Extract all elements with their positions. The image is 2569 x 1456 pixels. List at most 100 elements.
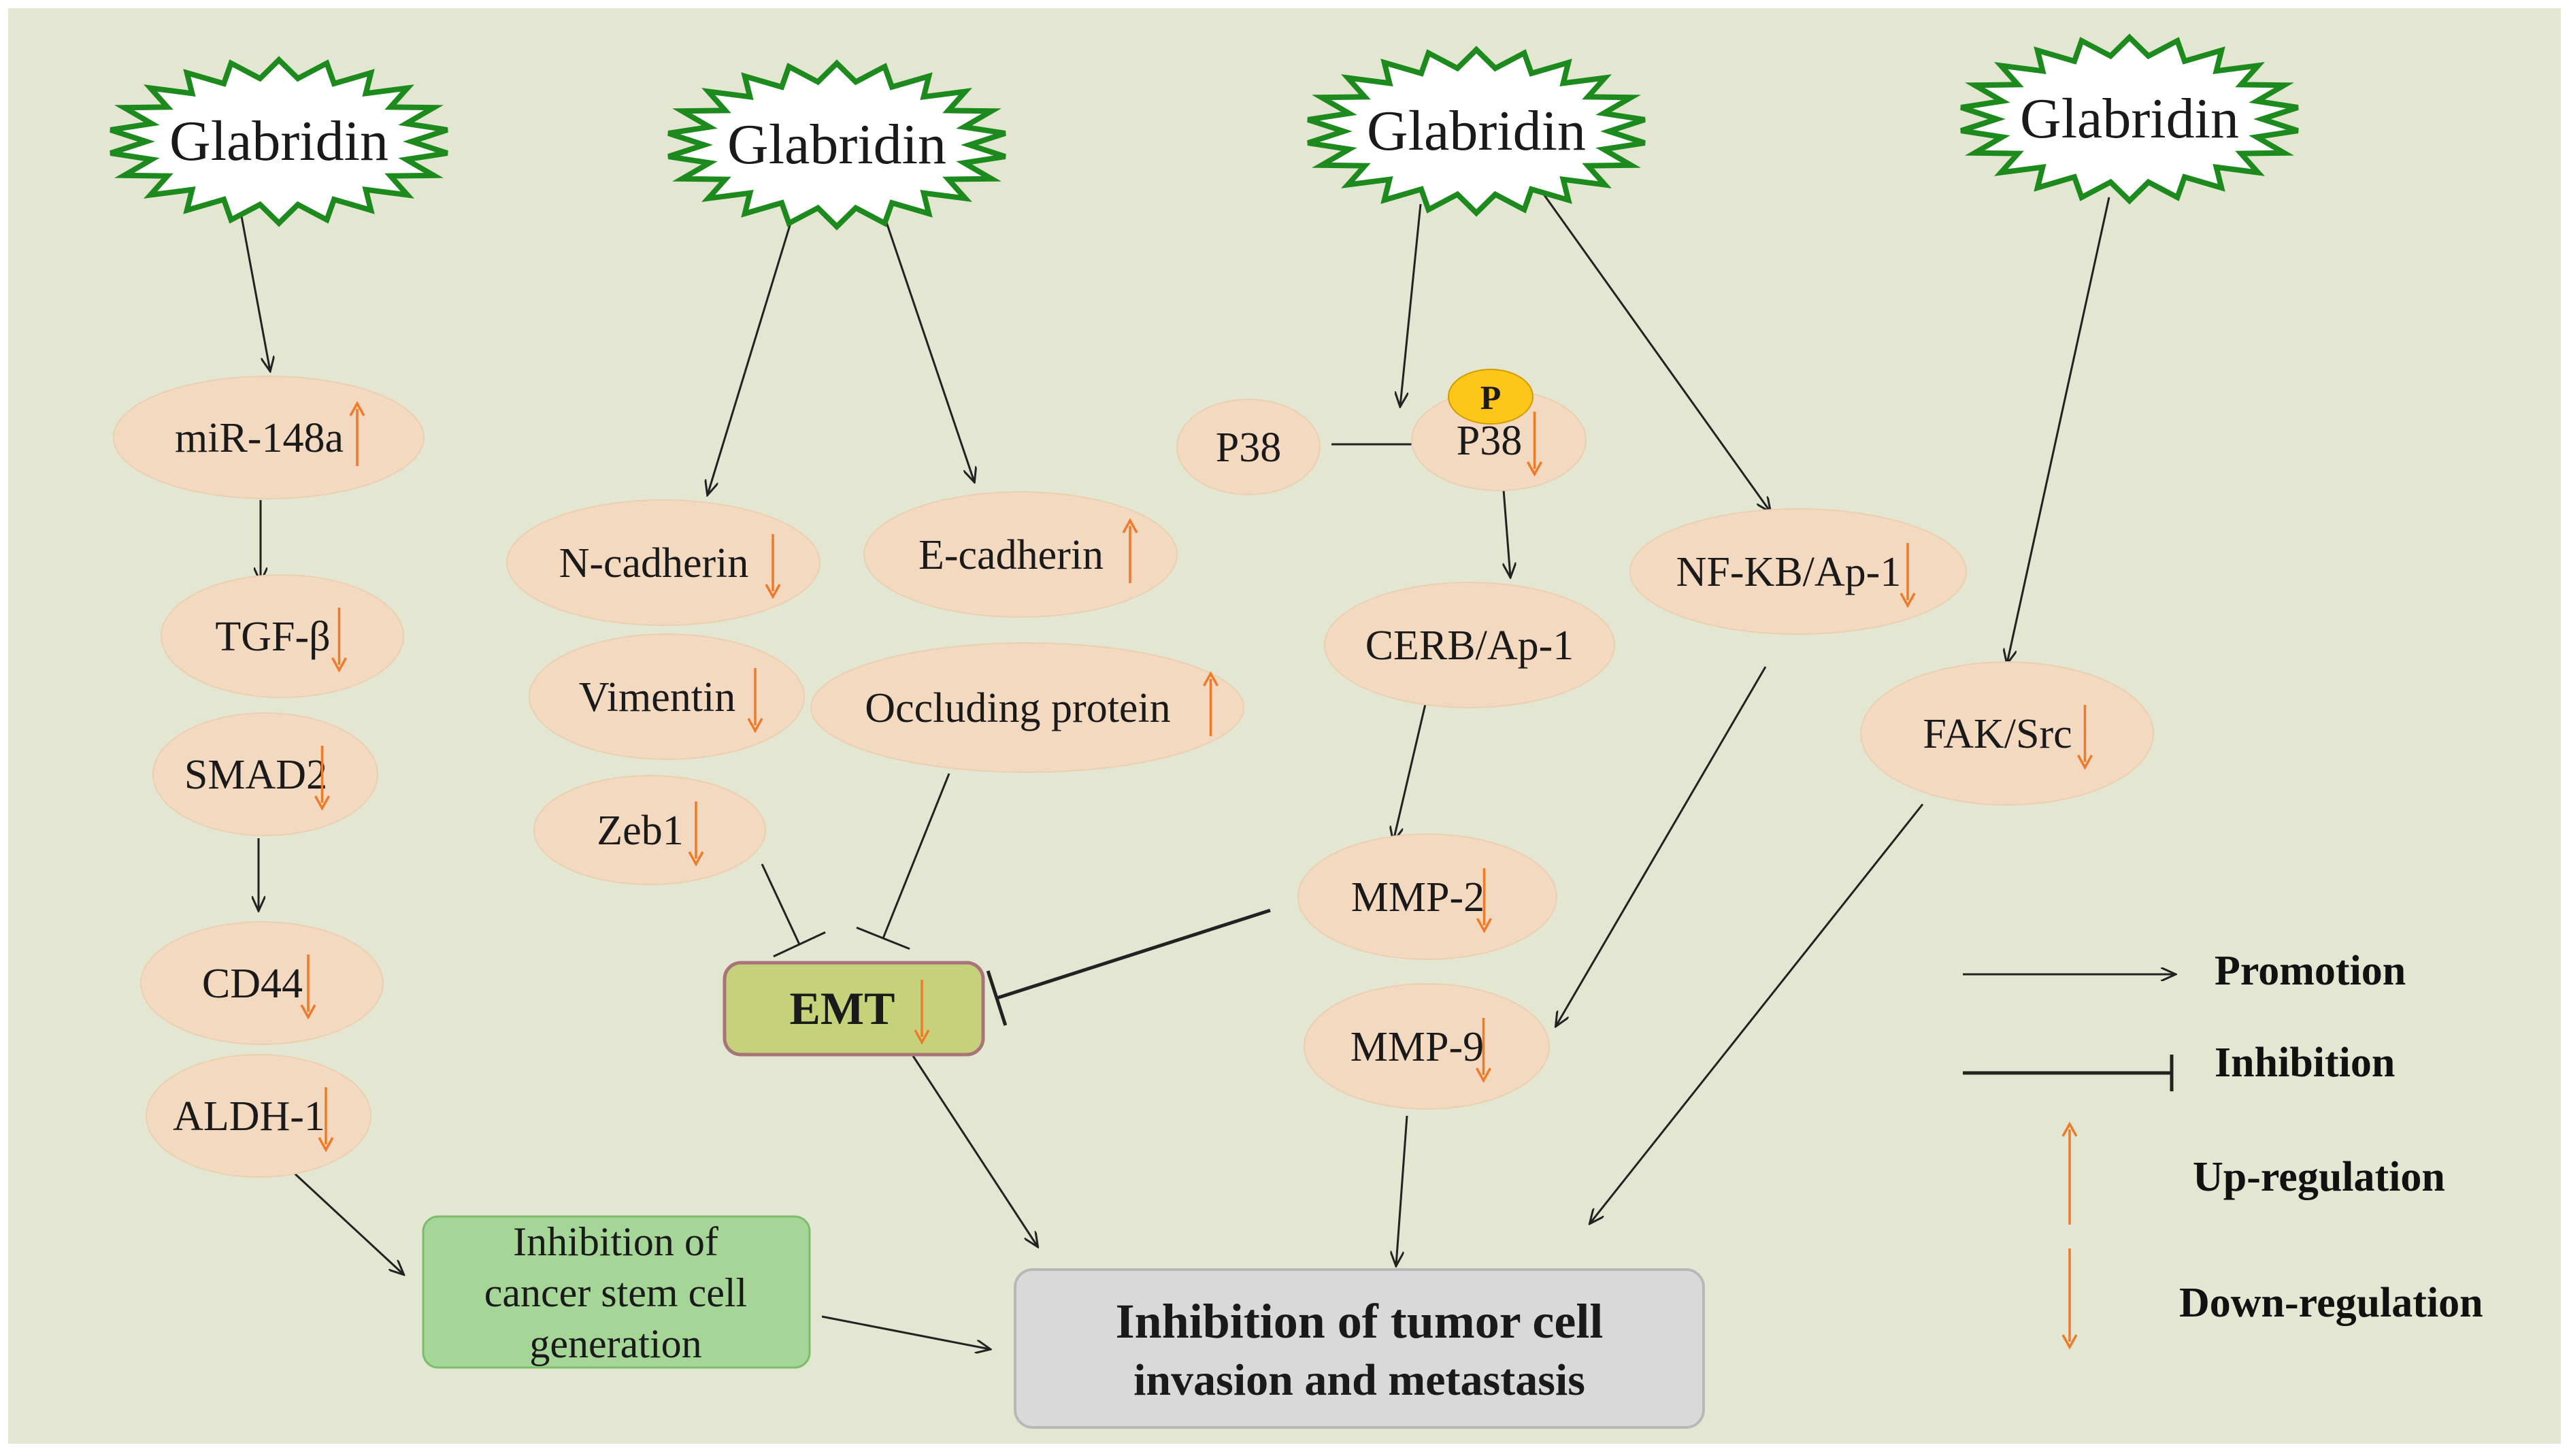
- edge-nfkb-mmp9: [1556, 666, 1767, 1026]
- edge-glabridin-p38: [1400, 203, 1422, 406]
- phosphorylation-badge: [1448, 369, 1534, 425]
- legend-downregulation-label: Down-regulation: [2179, 1280, 2483, 1326]
- node-ecadherin-label: E-cadherin: [918, 532, 1104, 578]
- glabridin-label: Glabridin: [169, 110, 388, 173]
- node-p38: P38: [1176, 399, 1321, 495]
- node-cd44: CD44: [140, 921, 384, 1045]
- edge-glabridin-ncadherin: [708, 216, 794, 495]
- legend-promotion-label: Promotion: [2215, 948, 2406, 994]
- node-nfkb-label: NF-KB/Ap-1: [1676, 549, 1902, 595]
- node-ncadherin-label: N-cadherin: [559, 540, 749, 586]
- node-vimentin-shape: [529, 633, 805, 760]
- glabridin-3: Glabridin: [1307, 46, 1646, 217]
- node-mmp9-label: MMP-9: [1350, 1024, 1484, 1070]
- edge-emt-final: [912, 1055, 1038, 1246]
- phosphorylation-label: P: [1480, 378, 1502, 416]
- glabridin-label: Glabridin: [727, 113, 946, 176]
- glabridin-2: Glabridin: [667, 59, 1006, 231]
- node-nfkb-shape: [1629, 508, 1967, 635]
- node-stem-cell-inhibition: Inhibition of cancer stem cell generation: [422, 1215, 811, 1369]
- glabridin-label: Glabridin: [1367, 99, 1586, 163]
- node-cerb: CERB/Ap-1: [1324, 582, 1615, 708]
- node-tgfb-label: TGF-β: [215, 614, 330, 660]
- edge-zeb1-emt-line: [761, 863, 801, 945]
- node-final-label-line-2: invasion and metastasis: [1133, 1355, 1585, 1405]
- node-smad2: SMAD2: [152, 712, 378, 836]
- node-vimentin-label: Vimentin: [579, 674, 735, 721]
- node-ncadherin: N-cadherin: [506, 499, 821, 626]
- node-zeb1-label: Zeb1: [597, 808, 683, 854]
- glabridin-4: Glabridin: [1960, 33, 2299, 205]
- node-smad2-label: SMAD2: [184, 752, 327, 798]
- node-mmp2: MMP-2: [1297, 833, 1557, 960]
- node-occluding-label: Occluding protein: [865, 685, 1170, 731]
- node-pp38-label: P38: [1457, 418, 1522, 464]
- node-emt-label: EMT: [790, 982, 895, 1034]
- glabridin-starburst: [110, 56, 448, 227]
- glabridin-starburst: [1307, 46, 1646, 217]
- edge-faksrc-final: [1590, 804, 1924, 1223]
- edge-stem-final: [821, 1315, 990, 1349]
- node-nfkb: NF-KB/Ap-1: [1629, 508, 1967, 635]
- edge-glabridin-faksrc: [2007, 197, 2110, 663]
- node-cd44-label: CD44: [202, 961, 303, 1007]
- legend-upregulation-label: Up-regulation: [2193, 1154, 2445, 1200]
- node-stem-cell-label-line-3: generation: [529, 1321, 701, 1366]
- node-aldh1-label: ALDH-1: [173, 1093, 325, 1140]
- node-final-label-line-1: Inhibition of tumor cell: [1116, 1294, 1604, 1349]
- pathway-nodes: Glabridin Glabridin Glabridin Glabridin miR-…: [110, 33, 2299, 1429]
- node-vimentin: Vimentin: [529, 633, 805, 760]
- node-occluding: Occluding protein: [810, 642, 1244, 773]
- node-ncadherin-shape: [506, 499, 821, 626]
- node-stem-cell-label-line-2: cancer stem cell: [484, 1270, 747, 1315]
- node-stem-cell-label-line-1: Inhibition of: [513, 1219, 718, 1264]
- legend: Promotion Inhibition Up-regulation Down-…: [1963, 948, 2483, 1350]
- edge-glabridin-nfkb: [1540, 190, 1770, 512]
- node-final-outcome: Inhibition of tumor cell invasion and met…: [1014, 1268, 1705, 1429]
- edge-mmp2-emt-bar: [986, 970, 1008, 1026]
- glabridin-starburst: [1960, 33, 2299, 205]
- node-cerb-label: CERB/Ap-1: [1365, 623, 1574, 669]
- pathway-edges: [240, 190, 2110, 1349]
- edge-occluding-emt-bar: [856, 926, 910, 950]
- node-final-box: [1014, 1268, 1705, 1429]
- node-tgfb: TGF-β: [161, 574, 404, 698]
- edge-pp38-cerb: [1504, 489, 1510, 577]
- edge-glabridin-mir148a: [240, 216, 270, 371]
- edge-mmp9-final: [1396, 1115, 1408, 1265]
- node-p38-shape: [1176, 399, 1321, 495]
- edge-mmp2-emt-line: [996, 908, 1271, 1000]
- node-mir148a: miR-148a: [113, 376, 425, 499]
- node-aldh1-shape: [146, 1054, 371, 1178]
- node-cerb-shape: [1324, 582, 1615, 708]
- node-zeb1-shape: [533, 775, 766, 885]
- node-mmp2-label: MMP-2: [1351, 874, 1485, 921]
- edge-glabridin-ecadherin: [883, 216, 974, 482]
- node-mir148a-label: miR-148a: [175, 415, 344, 461]
- node-faksrc: FAK/Src: [1860, 661, 2154, 806]
- node-emt: EMT: [723, 961, 985, 1057]
- glabridin-starburst: [667, 59, 1006, 231]
- node-mmp9: MMP-9: [1304, 983, 1550, 1110]
- node-aldh1: ALDH-1: [146, 1054, 371, 1178]
- glabridin-1: Glabridin: [110, 56, 448, 227]
- node-cd44-shape: [140, 921, 384, 1045]
- node-p38-label: P38: [1216, 425, 1281, 471]
- edge-zeb1-emt-bar: [773, 931, 826, 958]
- glabridin-label: Glabridin: [2020, 87, 2239, 150]
- node-stem-cell-box: [422, 1215, 811, 1369]
- node-ecadherin: E-cadherin: [863, 491, 1178, 618]
- node-zeb1: Zeb1: [533, 775, 766, 885]
- node-ecadherin-shape: [863, 491, 1178, 618]
- node-faksrc-label: FAK/Src: [1923, 711, 2072, 757]
- edge-cerb-mmp2: [1393, 704, 1427, 841]
- edge-occluding-emt-line: [882, 773, 950, 939]
- edge-aldh1-stem: [291, 1170, 403, 1274]
- cell-membrane-bilayer: [8, 173, 2561, 337]
- node-mir148a-shape: [113, 376, 425, 499]
- legend-inhibition-label: Inhibition: [2215, 1040, 2395, 1086]
- node-occluding-shape: [810, 642, 1244, 773]
